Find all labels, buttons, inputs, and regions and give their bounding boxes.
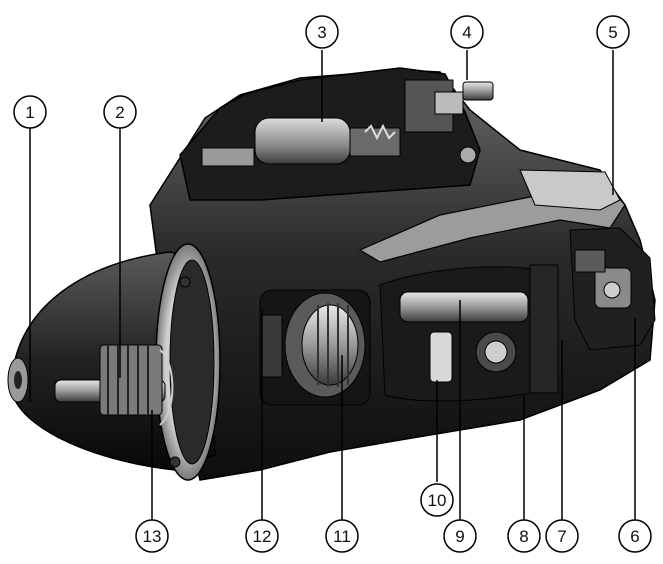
mounting-flange xyxy=(155,243,221,481)
callout-2: 2 xyxy=(103,95,137,129)
callout-13: 13 xyxy=(135,519,169,553)
svg-text:1: 1 xyxy=(25,103,34,122)
solenoid xyxy=(179,67,494,201)
svg-text:12: 12 xyxy=(253,527,272,546)
svg-text:13: 13 xyxy=(143,527,162,546)
leader-lines xyxy=(29,50,636,520)
callout-1: 1 xyxy=(13,95,47,129)
svg-text:6: 6 xyxy=(630,527,639,546)
svg-text:7: 7 xyxy=(557,527,566,546)
svg-text:8: 8 xyxy=(519,527,528,546)
callout-9: 9 xyxy=(443,519,477,553)
callout-3: 3 xyxy=(305,15,339,49)
yoke-frame xyxy=(358,169,626,263)
callout-7: 7 xyxy=(545,519,579,553)
armature xyxy=(379,264,559,402)
callout-6: 6 xyxy=(618,519,652,553)
callout-8: 8 xyxy=(507,519,541,553)
svg-text:3: 3 xyxy=(317,23,326,42)
svg-text:2: 2 xyxy=(115,103,124,122)
svg-text:4: 4 xyxy=(462,23,471,42)
svg-text:10: 10 xyxy=(428,491,447,510)
callout-10: 10 xyxy=(420,483,454,517)
pinion-shaft xyxy=(54,344,174,426)
svg-text:11: 11 xyxy=(333,527,351,546)
drive-assembly xyxy=(259,289,371,406)
callout-4: 4 xyxy=(450,15,484,49)
commutator-end xyxy=(569,227,656,351)
callout-12: 12 xyxy=(245,519,279,553)
callout-5: 5 xyxy=(596,15,630,49)
callout-11: 11 xyxy=(325,519,359,553)
svg-text:5: 5 xyxy=(608,23,617,42)
svg-text:9: 9 xyxy=(455,527,464,546)
